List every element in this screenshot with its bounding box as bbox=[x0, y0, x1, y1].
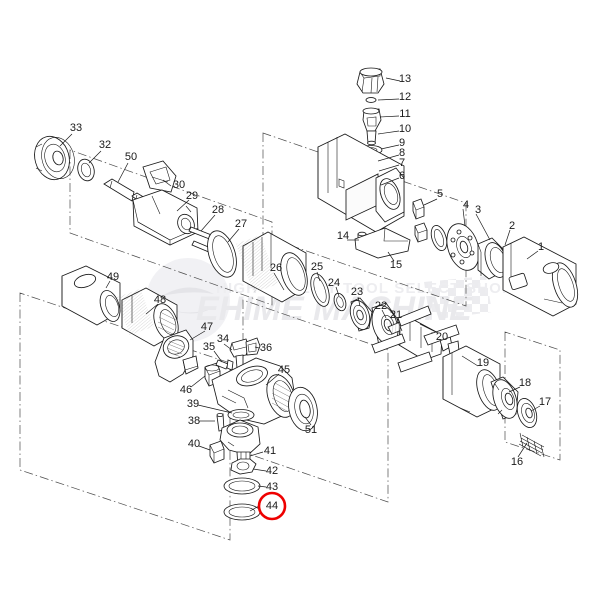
callout-25: 25 bbox=[311, 261, 323, 273]
callout-9: 9 bbox=[399, 137, 405, 149]
part-39-oring bbox=[227, 409, 255, 421]
part-3-flange bbox=[446, 223, 480, 271]
part-4-oring bbox=[430, 225, 448, 251]
callout-30: 30 bbox=[173, 179, 185, 191]
callout-34: 34 bbox=[217, 333, 229, 345]
part-2-nut bbox=[477, 237, 508, 280]
callout-47: 47 bbox=[201, 321, 213, 333]
callout-17: 17 bbox=[539, 396, 551, 408]
callout-36: 36 bbox=[260, 342, 272, 354]
callout-45: 45 bbox=[278, 364, 290, 376]
part-15-lever bbox=[354, 227, 411, 259]
callout-46: 46 bbox=[180, 384, 192, 396]
part-25-oring bbox=[310, 273, 330, 307]
part-44-oring bbox=[223, 503, 261, 521]
part-42-washer bbox=[230, 458, 257, 475]
callout-26: 26 bbox=[270, 262, 282, 274]
callout-29: 29 bbox=[186, 190, 198, 202]
callout-32: 32 bbox=[99, 139, 111, 151]
part-17-bearing bbox=[516, 398, 538, 428]
highlight-ring-part-44 bbox=[257, 491, 287, 521]
callout-13: 13 bbox=[399, 73, 411, 85]
callout-4: 4 bbox=[463, 199, 469, 211]
part-43-oring bbox=[223, 477, 261, 495]
callout-15: 15 bbox=[390, 259, 402, 271]
callout-16: 16 bbox=[511, 456, 523, 468]
part-47-yoke bbox=[154, 329, 199, 383]
part-30-cap bbox=[142, 160, 177, 193]
part-40-clip bbox=[209, 440, 225, 464]
part-1-housing bbox=[502, 236, 579, 317]
callout-12: 12 bbox=[399, 91, 411, 103]
callout-11: 11 bbox=[399, 108, 410, 120]
callout-38: 38 bbox=[188, 415, 200, 427]
callout-44: 44 bbox=[266, 500, 278, 512]
part-23-bearing bbox=[349, 297, 373, 332]
part-27-oring bbox=[207, 230, 237, 278]
callout-49: 49 bbox=[107, 271, 119, 283]
group-upper-right bbox=[262, 132, 467, 307]
callout-20: 20 bbox=[436, 331, 448, 343]
callout-28: 28 bbox=[212, 204, 224, 216]
part-main-housing bbox=[317, 133, 405, 233]
group-boundaries bbox=[19, 132, 561, 541]
part-26-sleeve bbox=[235, 231, 308, 303]
callout-6: 6 bbox=[399, 170, 405, 182]
callout-23: 23 bbox=[351, 286, 363, 298]
part-12-oring bbox=[365, 97, 377, 103]
callout-7: 7 bbox=[399, 157, 405, 169]
callout-19: 19 bbox=[477, 357, 489, 369]
callout-43: 43 bbox=[266, 481, 278, 493]
part-5-key bbox=[412, 198, 425, 220]
callout-50: 50 bbox=[125, 151, 137, 163]
part-49-body bbox=[61, 265, 121, 326]
callout-35: 35 bbox=[203, 341, 215, 353]
callout-5: 5 bbox=[437, 188, 443, 200]
callout-24: 24 bbox=[328, 277, 340, 289]
callout-18: 18 bbox=[519, 377, 531, 389]
callout-33: 33 bbox=[70, 122, 82, 134]
callout-labels: 1 2 3 4 5 6 7 8 9 10 11 12 13 14 15 16 1… bbox=[70, 73, 551, 512]
part-51-bearing bbox=[288, 386, 318, 432]
callout-2: 2 bbox=[509, 220, 515, 232]
part-14b-pin bbox=[414, 222, 428, 243]
callout-14: 14 bbox=[337, 230, 349, 242]
part-48-collar bbox=[115, 287, 179, 347]
callout-27: 27 bbox=[235, 218, 247, 230]
callout-40: 40 bbox=[188, 438, 200, 450]
callout-10: 10 bbox=[399, 123, 411, 135]
callout-51: 51 bbox=[305, 424, 317, 436]
callout-41: 41 bbox=[264, 445, 276, 457]
part-32-oring bbox=[77, 158, 95, 182]
callout-22: 22 bbox=[375, 300, 387, 312]
part-16-spring bbox=[518, 432, 545, 458]
part-36-cap bbox=[245, 337, 261, 356]
part-24-ring bbox=[333, 292, 347, 312]
part-11-valve bbox=[362, 107, 382, 132]
callout-8: 8 bbox=[399, 147, 405, 159]
part-35-pin bbox=[215, 359, 234, 371]
part-13-cap bbox=[356, 67, 385, 94]
part-10-stem bbox=[366, 130, 377, 146]
part-20-blades bbox=[371, 305, 460, 373]
part-45-head bbox=[211, 357, 296, 425]
checkered-flag-icon bbox=[424, 276, 492, 320]
callout-21: 21 bbox=[390, 309, 402, 321]
part-33-wheel bbox=[34, 135, 75, 181]
callout-39: 39 bbox=[187, 398, 199, 410]
callout-3: 3 bbox=[475, 204, 481, 216]
part-18-endcap bbox=[490, 376, 519, 420]
group-upper-left bbox=[69, 149, 273, 306]
callout-48: 48 bbox=[154, 294, 166, 306]
callout-42: 42 bbox=[266, 465, 278, 477]
callout-1: 1 bbox=[538, 241, 544, 253]
part-29-housing bbox=[132, 189, 199, 246]
leader-lines bbox=[59, 77, 541, 512]
